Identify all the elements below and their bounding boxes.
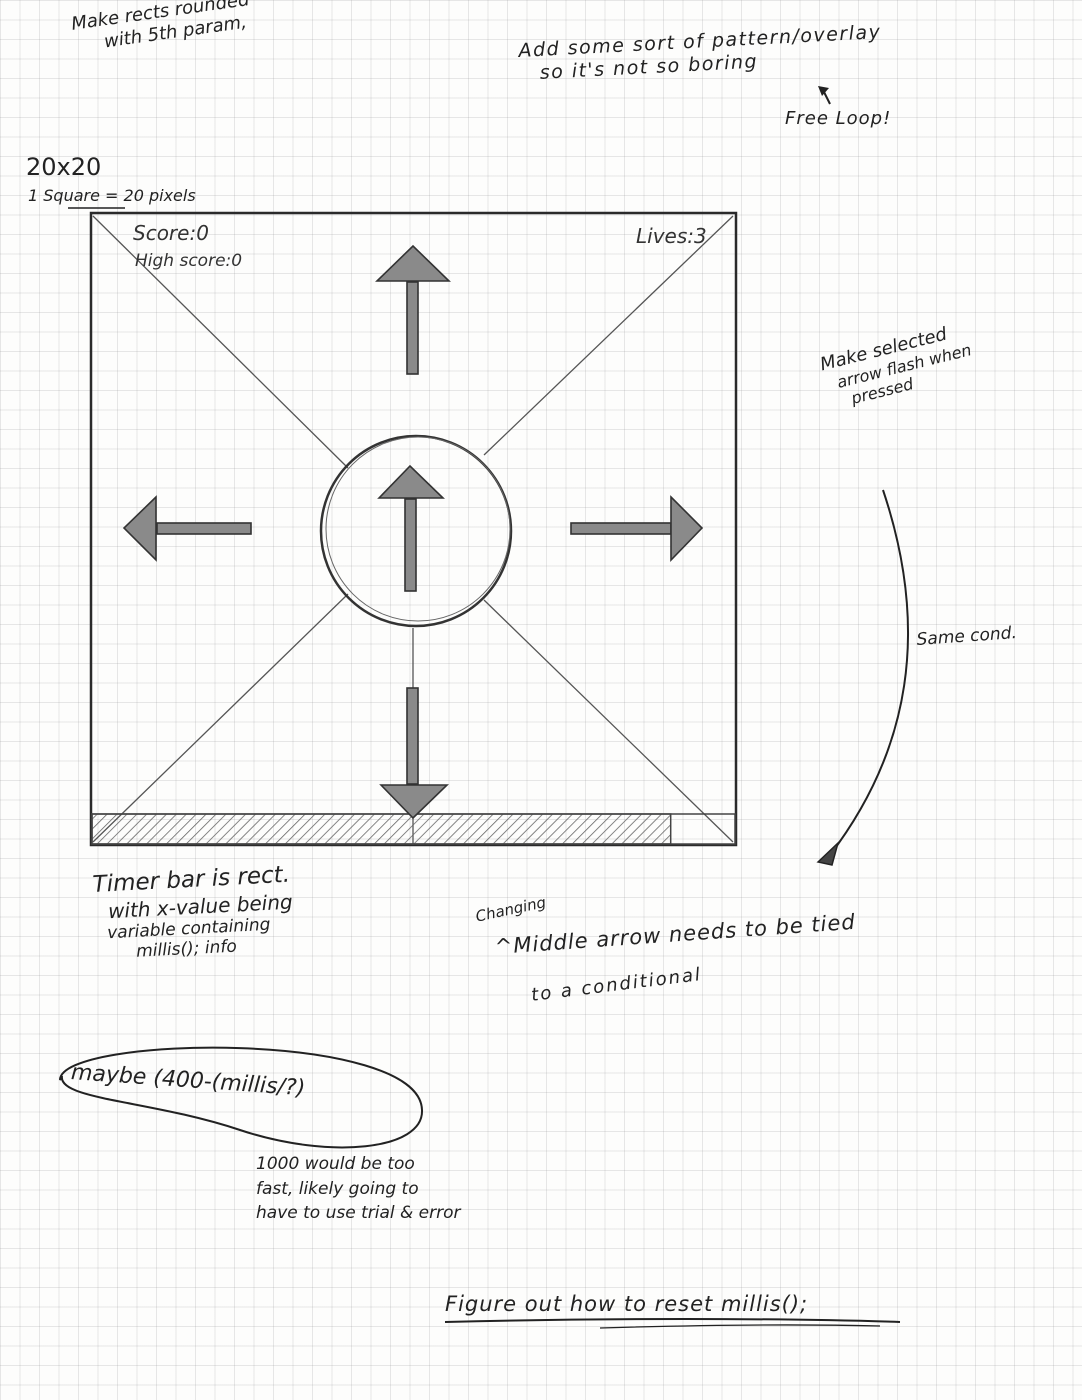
same-cond-arrow (829, 489, 909, 856)
grid-size-note: 20x20 (26, 153, 102, 181)
small-arrow-icon (818, 86, 829, 96)
square-scale-note: 1 Square = 20 pixels (28, 186, 196, 205)
maybe-outline (59, 1046, 424, 1149)
lives-label: Lives:3 (636, 224, 707, 248)
middle-arrow-icon (377, 464, 445, 592)
down-arrow-icon (379, 687, 449, 820)
center-circle (319, 434, 513, 628)
note-line: fast, likely going to (256, 1178, 419, 1199)
right-arrow-icon (570, 495, 704, 562)
up-arrow-icon (375, 244, 451, 375)
high-score-label: High score:0 (135, 251, 243, 271)
arrowhead-icon (816, 840, 840, 866)
timer-note: Timer bar is rect. with x-value being va… (92, 862, 295, 965)
score-label: Score:0 (133, 221, 209, 245)
free-loop-note: Free Loop! (785, 108, 892, 129)
note-line: have to use trial & error (256, 1203, 461, 1224)
timer-bar (91, 813, 736, 845)
timer-bar-fill (91, 813, 672, 845)
speed-note: 1000 would be too fast, likely going to … (256, 1152, 461, 1226)
left-arrow-icon (122, 495, 252, 562)
reset-note: Figure out how to reset millis(); (445, 1292, 809, 1316)
note-line: 1000 would be too (256, 1154, 415, 1174)
